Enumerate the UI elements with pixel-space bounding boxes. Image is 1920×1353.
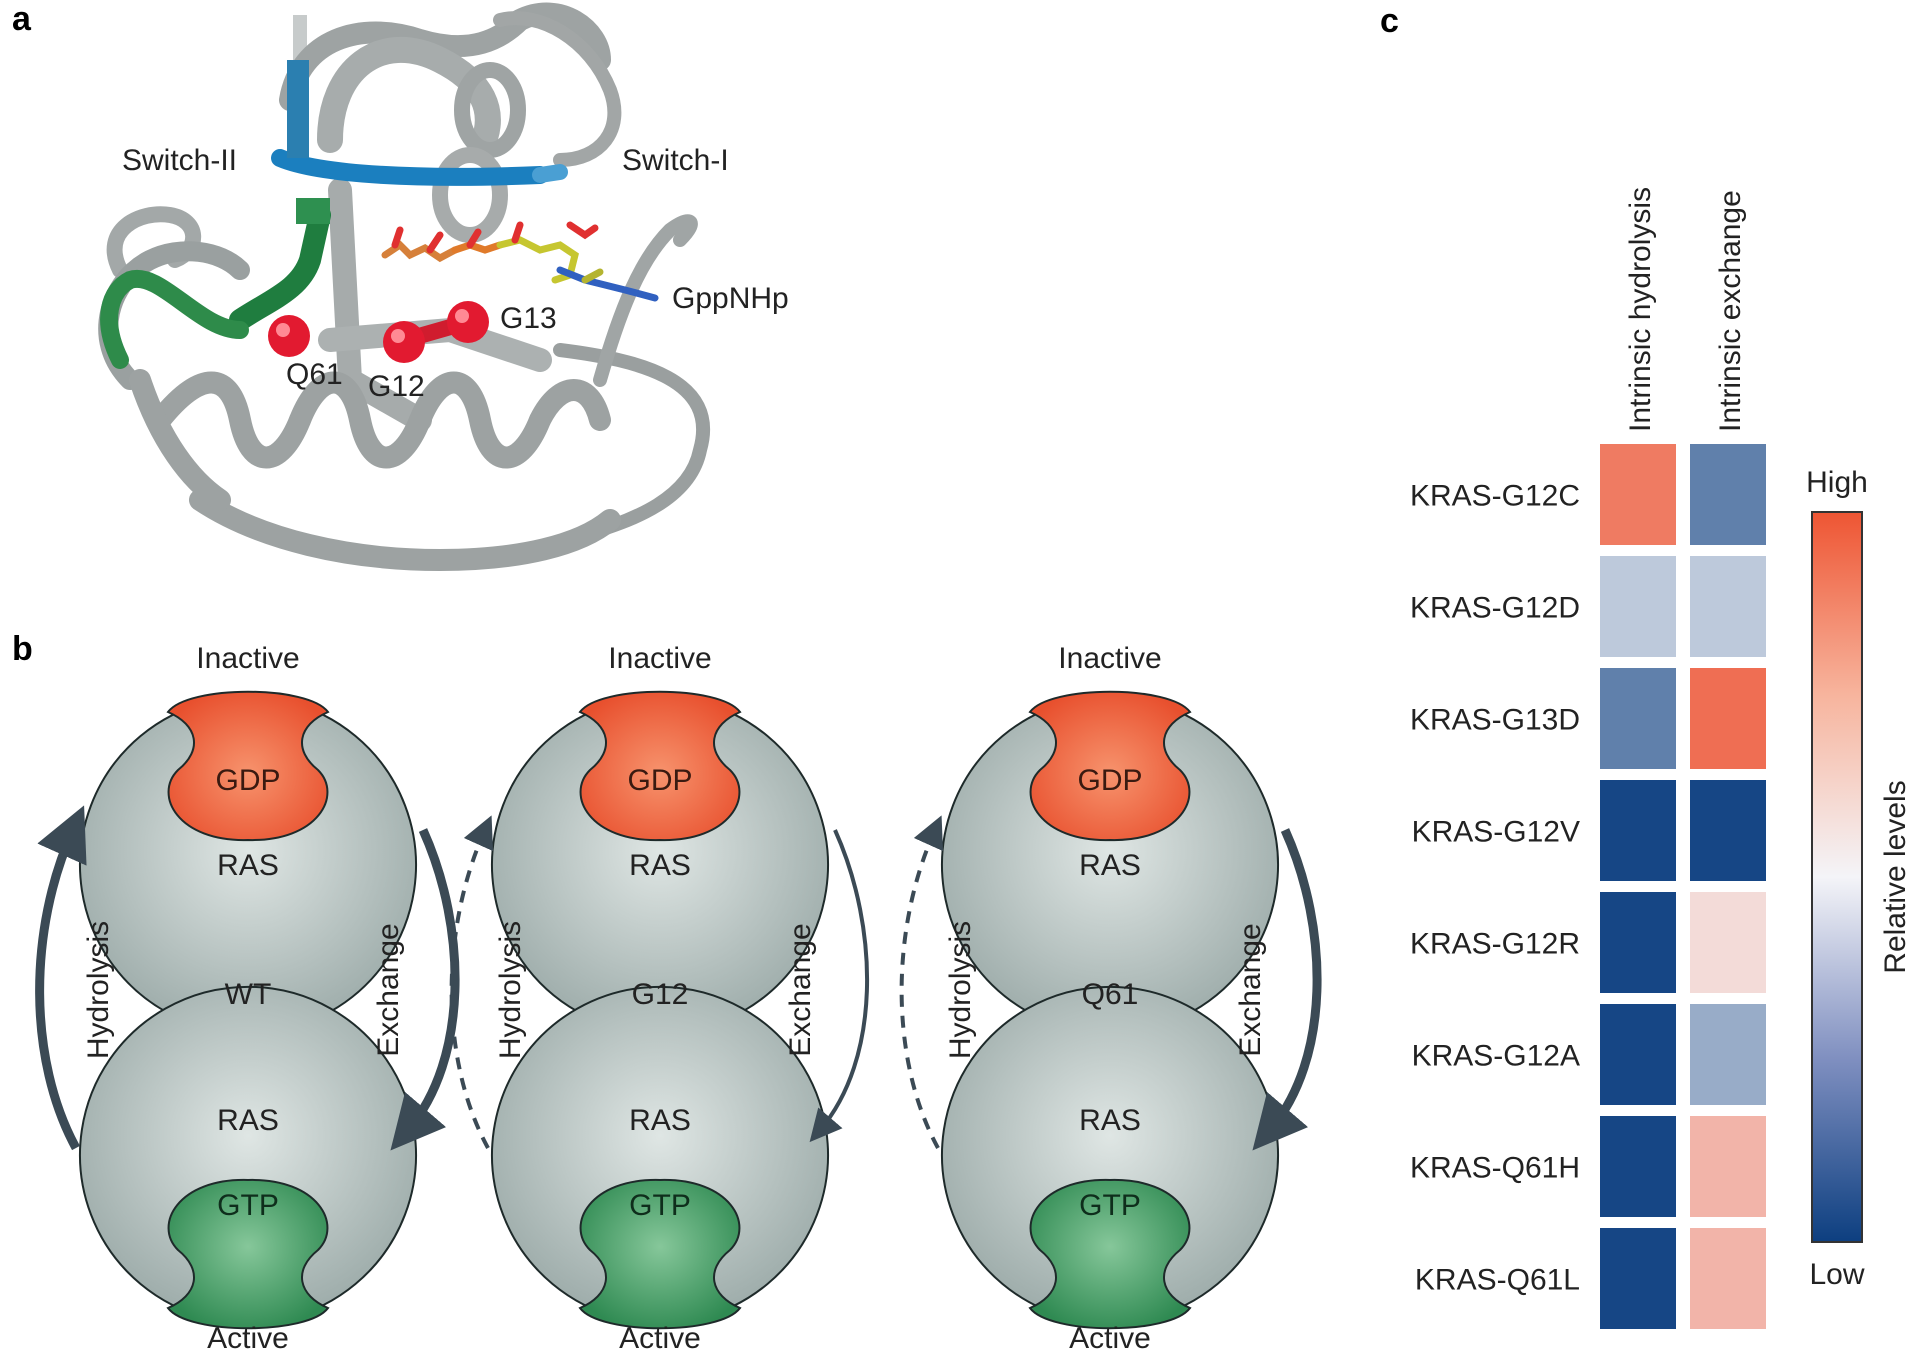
gdp-label: GDP <box>215 764 280 797</box>
exchange-label: Exchange <box>1234 923 1267 1056</box>
gtp-label: GTP <box>629 1189 691 1222</box>
hydrolysis-arrow <box>899 815 944 1149</box>
heatmap-cell <box>1690 892 1766 993</box>
heatmap-cell <box>1600 556 1676 657</box>
panel-c-letter: c <box>1380 2 1399 40</box>
gdp-pocket <box>166 690 330 842</box>
g12-label: G12 <box>368 370 425 403</box>
inactive-label: Inactive <box>608 642 711 675</box>
heatmap-row-label: KRAS-G12C <box>1410 480 1580 513</box>
ras-label-top: RAS <box>629 849 691 882</box>
cycle-name: WT <box>225 978 272 1011</box>
heatmap-row-label: KRAS-G12A <box>1412 1040 1580 1073</box>
heatmap-cell <box>1600 892 1676 993</box>
heatmap-row-label: KRAS-G12R <box>1410 928 1580 961</box>
heatmap-row-label: KRAS-Q61L <box>1415 1264 1580 1297</box>
colorbar-low-label: Low <box>1809 1258 1864 1291</box>
switch-i-label: Switch-I <box>622 144 729 177</box>
heatmap-cell <box>1600 668 1676 769</box>
heatmap-cell <box>1600 780 1676 881</box>
colorbar-title: Relative levels <box>1879 780 1912 973</box>
heatmap-cell <box>1690 1116 1766 1217</box>
panel-b-letter: b <box>12 630 33 668</box>
q61-label: Q61 <box>286 358 343 391</box>
heatmap-row-label: KRAS-G13D <box>1410 704 1580 737</box>
heatmap-column-label: Intrinsic exchange <box>1714 190 1747 432</box>
gppnhp-label: GppNHp <box>672 282 789 315</box>
heatmap-cell <box>1600 1228 1676 1329</box>
gtp-label: GTP <box>217 1189 279 1222</box>
ras-label-top: RAS <box>1079 849 1141 882</box>
panel-a-letter: a <box>12 0 32 38</box>
ras-label-bottom: RAS <box>629 1104 691 1137</box>
ras-label-bottom: RAS <box>1079 1104 1141 1137</box>
heatmap-row-label: KRAS-G12D <box>1410 592 1580 625</box>
exchange-arrow <box>390 828 460 1151</box>
gdp-label: GDP <box>1077 764 1142 797</box>
exchange-label: Exchange <box>784 923 817 1056</box>
switch-ii-label: Switch-II <box>122 144 237 177</box>
gdp-pocket <box>578 690 742 842</box>
g13-label: G13 <box>500 302 557 335</box>
ras-label-bottom: RAS <box>217 1104 279 1137</box>
colorbar-high-label: High <box>1806 466 1868 499</box>
heatmap-cell <box>1600 1004 1676 1105</box>
hydrolysis-label: Hydrolysis <box>494 921 527 1059</box>
heatmap-column-label: Intrinsic hydrolysis <box>1624 187 1657 432</box>
residue-markers <box>268 301 489 363</box>
hydrolysis-label: Hydrolysis <box>944 921 977 1059</box>
hydrolysis-label: Hydrolysis <box>82 921 115 1059</box>
gtp-pocket <box>578 1178 742 1330</box>
heatmap-cell <box>1690 444 1766 545</box>
cycle-name: Q61 <box>1082 978 1139 1011</box>
gdp-label: GDP <box>627 764 692 797</box>
gtp-pocket <box>166 1178 330 1330</box>
exchange-arrow <box>809 829 870 1143</box>
protein-structure: Switch-II Switch-I GppNHp G13 G12 Q61 <box>98 2 789 572</box>
inactive-label: Inactive <box>196 642 299 675</box>
heatmap-row-label: KRAS-Q61H <box>1410 1152 1580 1185</box>
heatmap-cell <box>1600 1116 1676 1217</box>
exchange-arrow <box>1252 828 1322 1151</box>
heatmap-cell <box>1600 444 1676 545</box>
hydrolysis-arrow <box>35 805 87 1151</box>
cycle-name: G12 <box>632 978 689 1011</box>
gtp-label: GTP <box>1079 1189 1141 1222</box>
exchange-label: Exchange <box>372 923 405 1056</box>
colorbar: High Low Relative levels <box>1806 466 1912 1291</box>
gdp-pocket <box>1028 690 1192 842</box>
active-label: Active <box>619 1322 701 1353</box>
heatmap: Intrinsic hydrolysis Intrinsic exchangeKR… <box>1410 187 1766 1329</box>
heatmap-cell <box>1690 780 1766 881</box>
ras-label-top: RAS <box>217 849 279 882</box>
heatmap-cell <box>1690 556 1766 657</box>
hydrolysis-arrow <box>449 815 494 1149</box>
inactive-label: Inactive <box>1058 642 1161 675</box>
heatmap-cell <box>1690 668 1766 769</box>
heatmap-cell <box>1690 1004 1766 1105</box>
gtp-pocket <box>1028 1178 1192 1330</box>
active-label: Active <box>1069 1322 1151 1353</box>
heatmap-row-label: KRAS-G12V <box>1412 816 1580 849</box>
heatmap-cell <box>1690 1228 1766 1329</box>
active-label: Active <box>207 1322 289 1353</box>
